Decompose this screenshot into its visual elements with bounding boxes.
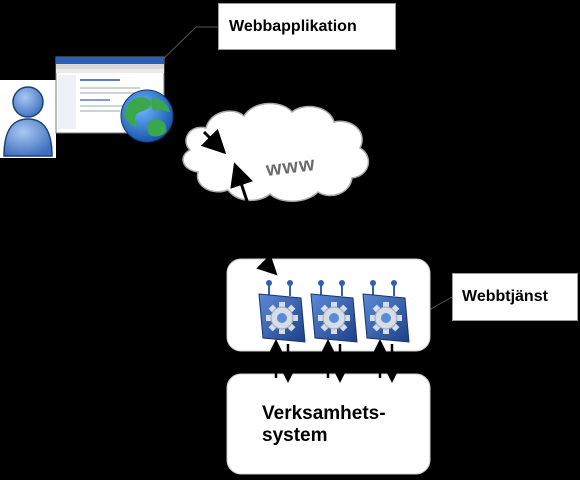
globe-icon xyxy=(120,89,174,143)
web-service-icons xyxy=(258,280,410,343)
backend-system-label: Verksamhets- system xyxy=(262,403,386,447)
arrow-service-to-cloud xyxy=(230,162,254,205)
cloud-icon xyxy=(182,102,370,202)
backend-label-line2: system xyxy=(262,425,328,446)
backend-label-line1: Verksamhets- xyxy=(262,403,386,424)
service-backend-arrows xyxy=(266,339,402,383)
web-service-gear-icon xyxy=(258,280,306,343)
web-application-label: Webbapplikation xyxy=(218,3,396,50)
browser-window-icon xyxy=(55,56,165,134)
arrow-browser-to-cloud xyxy=(200,128,227,155)
arrow-cloud-to-service xyxy=(256,254,278,276)
webapp-label-connector-diagonal xyxy=(159,26,197,63)
web-service-gear-icon xyxy=(310,280,358,343)
web-service-label: Webbtjänst xyxy=(452,273,578,321)
web-service-gear-icon xyxy=(362,280,410,343)
user-icon xyxy=(0,80,56,158)
